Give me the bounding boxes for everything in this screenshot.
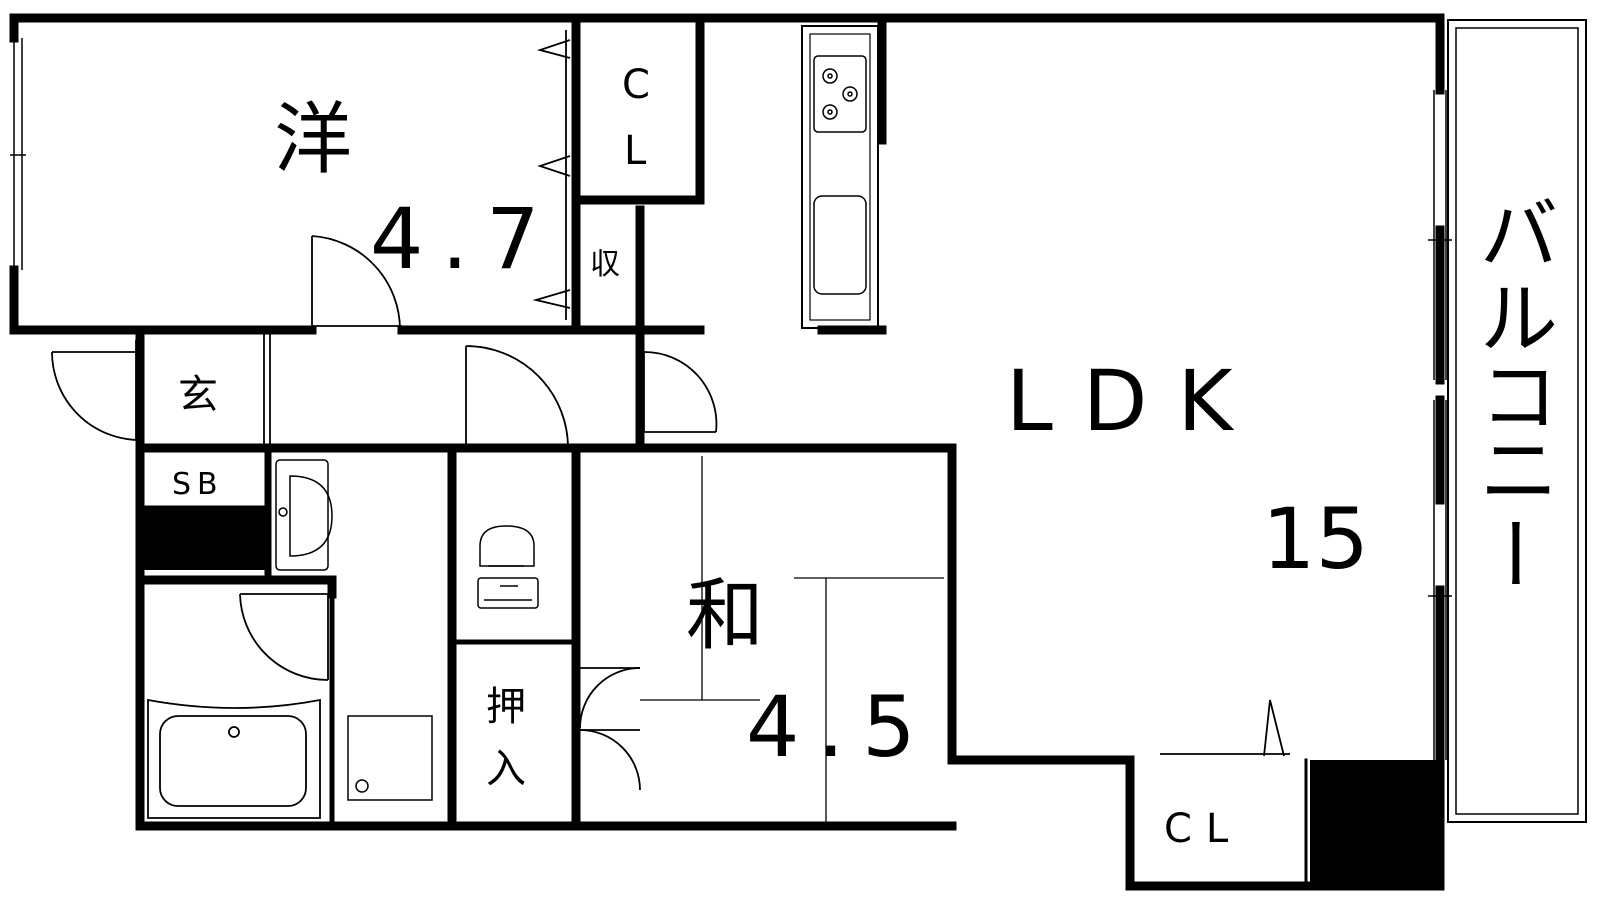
kitchen-counter bbox=[801, 25, 879, 329]
oshiire-top-label: 押 bbox=[486, 684, 526, 730]
tatami-lines bbox=[640, 456, 944, 822]
balcony bbox=[1447, 19, 1587, 823]
closet-c-label: C bbox=[622, 62, 650, 108]
stove-icon bbox=[813, 55, 867, 133]
toilet-icon bbox=[477, 525, 539, 609]
entrance-label: 玄 bbox=[178, 372, 218, 418]
closet-ldk-label: CL bbox=[1164, 806, 1242, 852]
closet-l-label: L bbox=[624, 128, 647, 174]
shaft-block bbox=[140, 508, 268, 570]
washing-machine-pan-icon bbox=[347, 715, 433, 801]
balcony-char-3: コ bbox=[1480, 353, 1558, 443]
shoe-box-label: SB bbox=[172, 467, 224, 502]
pipe-shaft bbox=[1310, 760, 1440, 886]
balcony-char-4: ニ bbox=[1480, 427, 1558, 517]
japanese-room-kanji: 和 bbox=[686, 571, 764, 661]
ldk-size: 15 bbox=[1262, 490, 1369, 588]
balcony-char-1: バ bbox=[1480, 191, 1558, 281]
washbasin-icon bbox=[275, 459, 333, 571]
ldk-label: LDK bbox=[1006, 352, 1263, 450]
walls bbox=[9, 13, 1445, 891]
balcony-char-2: ル bbox=[1480, 275, 1558, 365]
kitchen-sink-icon bbox=[813, 195, 867, 295]
western-room-kanji: 洋 bbox=[274, 95, 352, 185]
storage-label: 収 bbox=[590, 247, 620, 282]
balcony-char-5: ー bbox=[1467, 514, 1557, 592]
japanese-room-size: 4.5 bbox=[746, 678, 934, 776]
labels: 洋 4.7 C L 収 玄 SB LDK 15 和 4.5 押 入 CL バ ル… bbox=[172, 62, 1558, 852]
western-room-size: 4.7 bbox=[370, 190, 558, 288]
doors bbox=[51, 30, 1290, 791]
oshiire-bottom-label: 入 bbox=[486, 746, 526, 792]
bathtub-icon bbox=[147, 698, 321, 819]
windows bbox=[10, 38, 1452, 760]
